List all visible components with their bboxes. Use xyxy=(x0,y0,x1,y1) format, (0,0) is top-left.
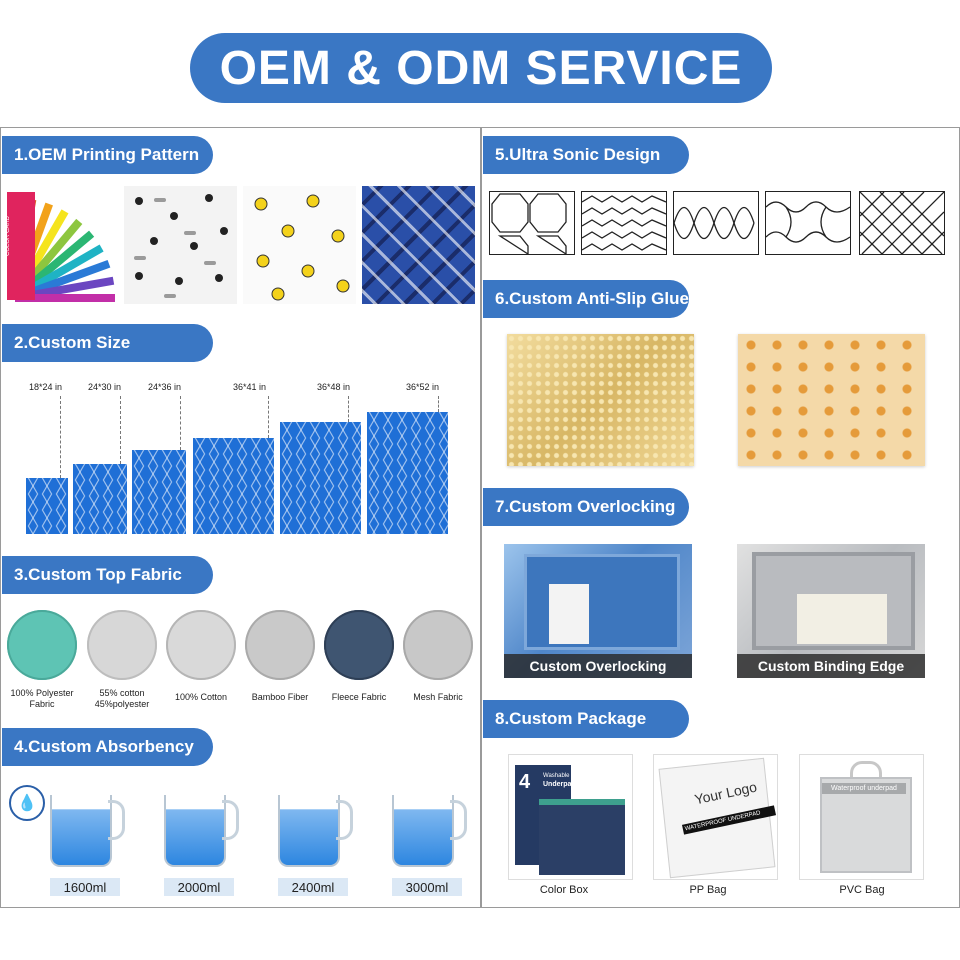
size-pad-24x36 xyxy=(132,450,186,534)
sonic-pattern-octagon xyxy=(489,191,575,256)
anti-slip-dots-image xyxy=(507,334,694,466)
beaker-handle xyxy=(108,800,125,840)
overlocking-image: Custom Overlocking xyxy=(504,544,692,678)
absorbency-label: 3000ml xyxy=(392,878,462,896)
binding-edge-image: Custom Binding Edge xyxy=(737,544,925,678)
size-guide-line xyxy=(180,396,181,450)
package-label: PVC Bag xyxy=(839,884,885,896)
section-title-absorbency: 4.Custom Absorbency xyxy=(2,728,213,766)
absorbency-label: 2000ml xyxy=(164,878,234,896)
page-title: OEM & ODM SERVICE xyxy=(190,33,772,103)
pvc-bag-image: Waterproof underpad xyxy=(799,754,924,880)
fabric-swatch-mesh xyxy=(403,610,473,680)
size-pad-24x30 xyxy=(73,464,127,534)
size-label: 18*24 in xyxy=(29,382,63,392)
fabric-swatch-cotton xyxy=(166,610,236,680)
fabric-swatch-bamboo xyxy=(245,610,315,680)
anti-slip-paw-image xyxy=(738,334,925,466)
fabric-swatch-polyester xyxy=(7,610,77,680)
sonic-pattern-wave xyxy=(581,191,667,255)
beaker-2000 xyxy=(164,795,226,867)
sonic-pattern-lattice xyxy=(765,191,851,255)
binding-edge-label: Custom Binding Edge xyxy=(737,654,925,678)
blue-plaid-pattern xyxy=(362,186,475,304)
water-drop-icon: 💧 xyxy=(9,785,45,821)
paw-bone-pattern xyxy=(124,186,237,304)
fabric-label: Bamboo Fiber xyxy=(251,692,309,702)
section-title-top-fabric: 3.Custom Top Fabric xyxy=(2,556,213,594)
beaker-handle xyxy=(336,800,353,840)
fabric-label: Fleece Fabric xyxy=(331,692,387,702)
beaker-1600 xyxy=(50,795,112,867)
color-box-title: Washable xyxy=(543,773,570,779)
section-title-printing-pattern: 1.OEM Printing Pattern xyxy=(2,136,213,174)
beaker-handle xyxy=(222,800,239,840)
fabric-swatch-cotton-blend xyxy=(87,610,157,680)
section-title-package: 8.Custom Package xyxy=(483,700,689,738)
size-guide-line xyxy=(348,396,349,422)
section-title-custom-size: 2.Custom Size xyxy=(2,324,213,362)
size-label: 36*41 in xyxy=(233,382,267,392)
pp-bag-image: Your Logo WATERPROOF UNDERPAD xyxy=(653,754,778,880)
beaker-2400 xyxy=(278,795,340,867)
size-label: 36*48 in xyxy=(317,382,351,392)
absorbency-label: 1600ml xyxy=(50,878,120,896)
section-title-ultra-sonic: 5.Ultra Sonic Design xyxy=(483,136,689,174)
size-pad-36x41 xyxy=(193,438,274,534)
overlocking-label: Custom Overlocking xyxy=(504,654,692,678)
section-title-overlocking: 7.Custom Overlocking xyxy=(483,488,689,526)
size-guide-line xyxy=(438,396,439,412)
left-panel xyxy=(0,127,481,908)
fabric-label: 100% Cotton xyxy=(174,692,228,702)
package-label: Color Box xyxy=(539,884,589,896)
yellow-paw-pattern xyxy=(243,186,356,304)
color-card-image: COLOR CARD xyxy=(5,186,118,304)
color-card-label: COLOR CARD xyxy=(5,215,11,256)
section-title-anti-slip: 6.Custom Anti-Slip Glue xyxy=(483,280,689,318)
sonic-pattern-ogee xyxy=(673,191,759,255)
absorbency-label: 2400ml xyxy=(278,878,348,896)
color-box-image: 4 Washable Underpads xyxy=(508,754,633,880)
pvc-bag-title: Waterproof underpad xyxy=(822,783,906,794)
size-guide-line xyxy=(120,396,121,464)
size-pad-18x24 xyxy=(26,478,68,534)
fabric-label: Mesh Fabric xyxy=(413,692,463,702)
sonic-pattern-diamond xyxy=(859,191,945,255)
color-box-subtitle: Underpads xyxy=(543,781,580,788)
size-pad-36x48 xyxy=(280,422,361,534)
size-label: 24*36 in xyxy=(148,382,182,392)
size-guide-line xyxy=(60,396,61,478)
color-box-count: 4 xyxy=(519,771,531,793)
size-label: 36*52 in xyxy=(406,382,440,392)
size-guide-line xyxy=(268,396,269,438)
beaker-handle xyxy=(450,800,467,840)
package-label: PP Bag xyxy=(689,884,727,896)
fabric-swatch-fleece xyxy=(324,610,394,680)
size-label: 24*30 in xyxy=(88,382,122,392)
size-pad-36x52 xyxy=(367,412,448,534)
beaker-3000 xyxy=(392,795,454,867)
